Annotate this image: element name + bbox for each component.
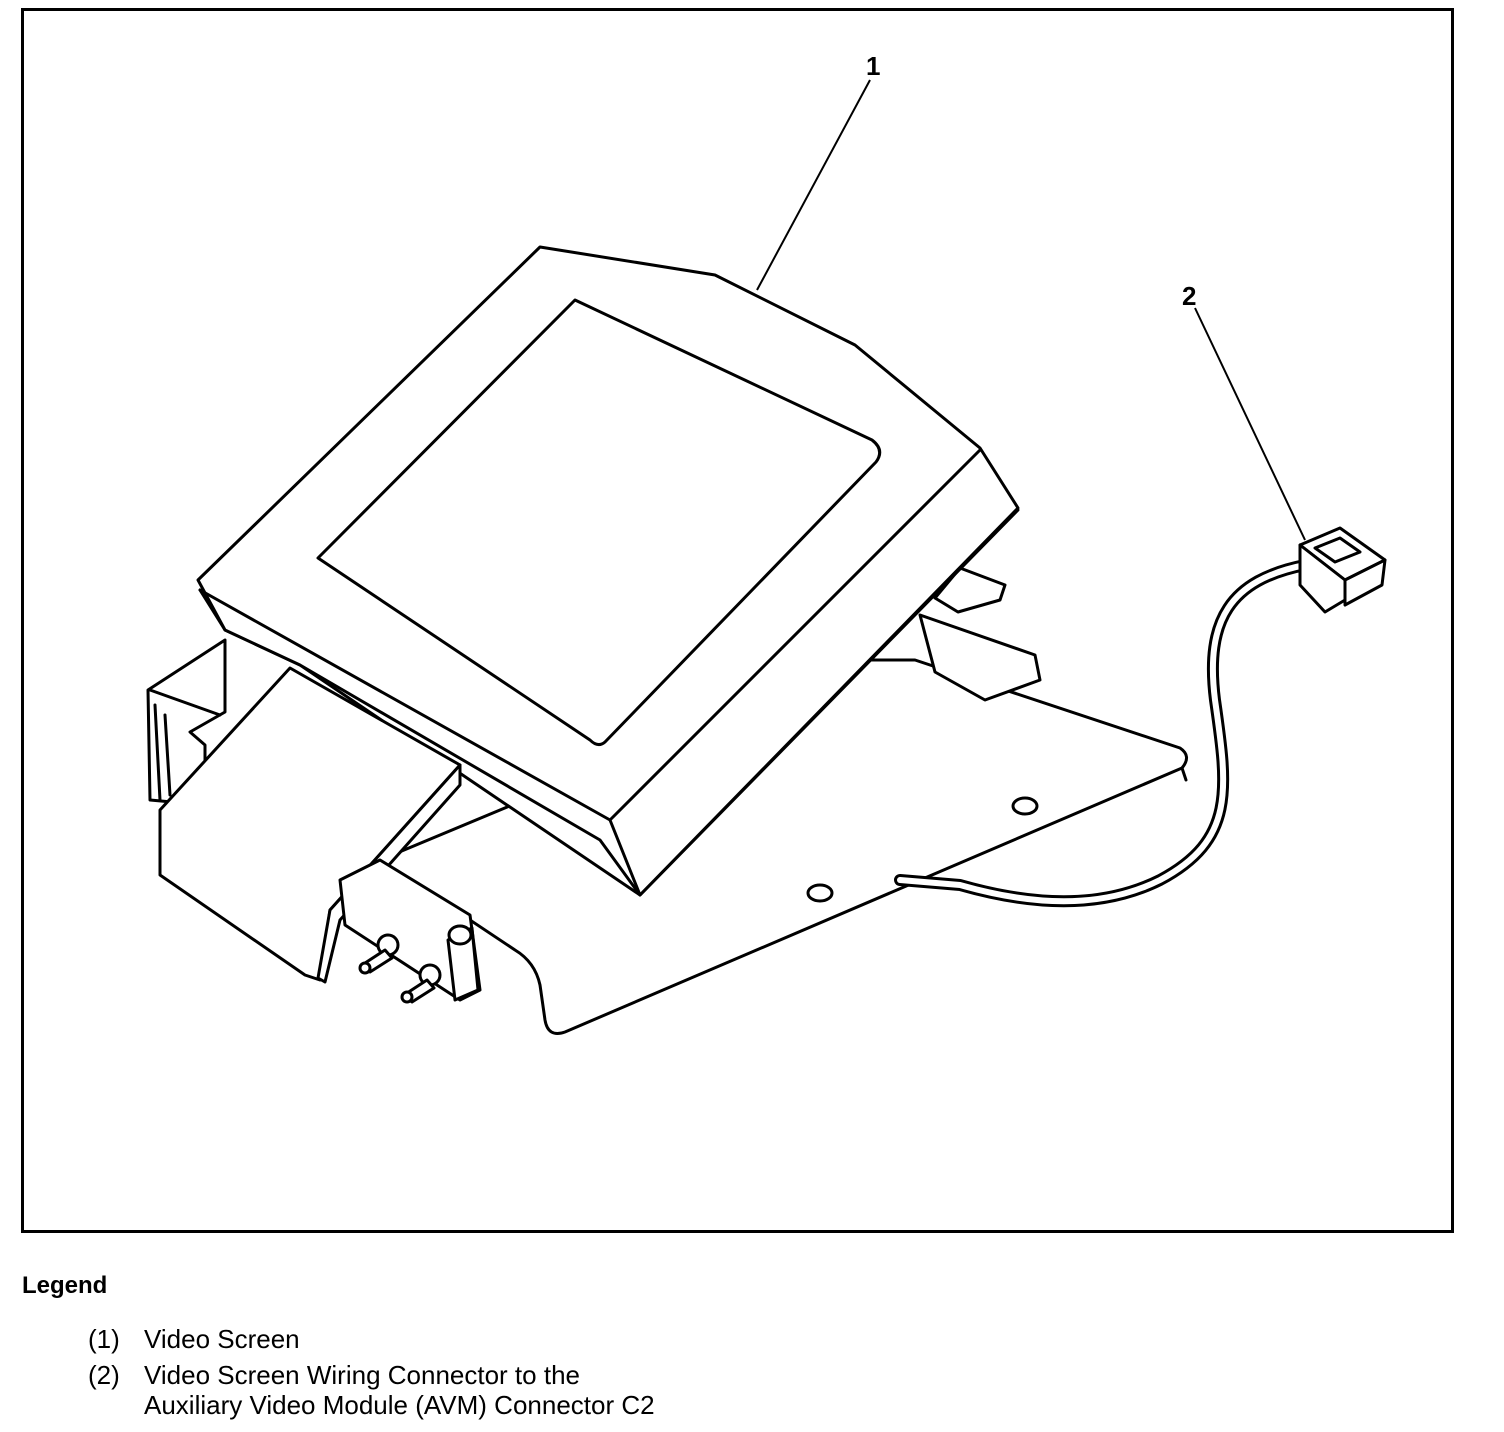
bolt-hole-1: [1011, 796, 1039, 816]
bolt-hole-2: [806, 883, 834, 903]
front-clip-face: [316, 763, 462, 984]
mounting-bracket: [378, 658, 1188, 1035]
housing-bevel: [198, 448, 982, 897]
bracket-edge: [1180, 766, 1188, 782]
right-rear-mount: [918, 613, 1042, 702]
legend-item-2-line-1: Video Screen Wiring Connector to the: [144, 1360, 580, 1390]
legend-item-1-number: (1): [88, 1324, 120, 1354]
front-panel: [338, 858, 482, 1002]
legend-item-2-number: (2): [88, 1360, 120, 1390]
callout-2-label: 2: [1182, 281, 1196, 311]
mounting-post: [446, 924, 480, 1002]
legend-item-1-text: Video Screen: [144, 1324, 300, 1354]
callout-1-leader: [756, 79, 871, 291]
figure-frame: [21, 8, 1454, 1233]
callout-2-leader: [1194, 307, 1306, 541]
left-rear-mount-inner: [148, 688, 222, 802]
rca-jack-1: [358, 933, 400, 975]
callout-1-label: 1: [866, 51, 880, 81]
rca-jack-2: [400, 963, 442, 1004]
video-screen-diagram: 1 2: [146, 51, 1387, 1035]
legend-title: Legend: [22, 1272, 108, 1299]
legend-item-1-line-1: Video Screen: [144, 1324, 300, 1354]
legend-item-1: (1) Video Screen: [88, 1324, 300, 1354]
legend-item-2-line-2: Auxiliary Video Module (AVM) Connector C…: [144, 1390, 655, 1420]
video-screen-display: [316, 298, 882, 747]
wiring-harness-core: [897, 562, 1308, 905]
wiring-connector: [1298, 526, 1387, 614]
